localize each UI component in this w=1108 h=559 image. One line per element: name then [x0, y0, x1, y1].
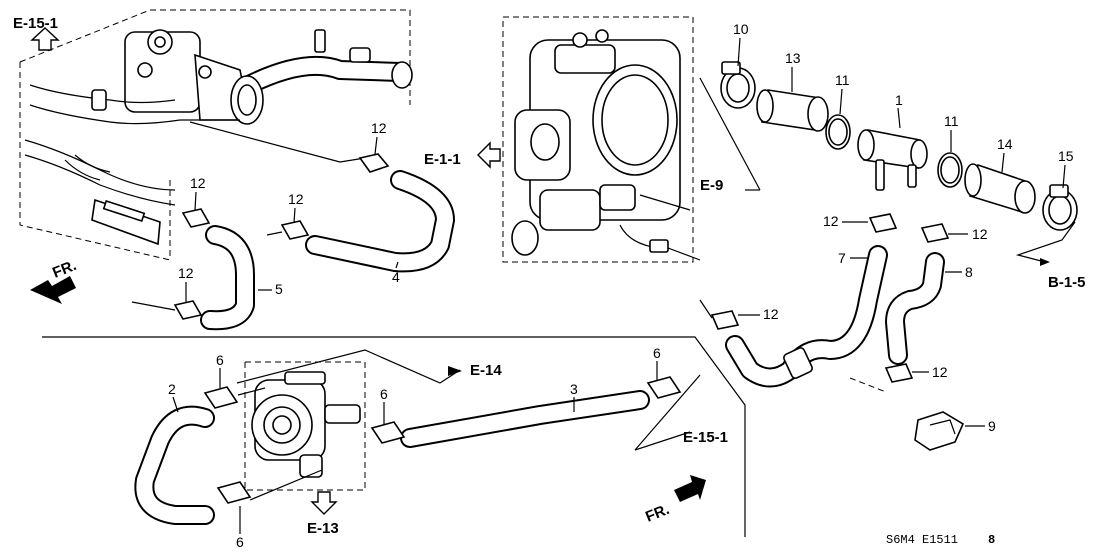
arrow-b1-5-icon: [1040, 258, 1050, 266]
ref-b1-5: B-1-5: [1048, 274, 1086, 291]
ref-e15-1-top: E-15-1: [13, 15, 58, 32]
b15-leader: [1015, 221, 1076, 263]
hose-7: [725, 245, 888, 388]
water-outlet-assembly: [24, 29, 413, 246]
arrow-e1-1-icon: [477, 141, 501, 169]
fr-label-upper: FR.: [50, 257, 79, 282]
ref-e1-1: E-1-1: [424, 151, 461, 168]
callout-15: 15: [1058, 148, 1074, 164]
clamps-upper-left: [131, 153, 390, 320]
callout-11b: 11: [944, 113, 959, 129]
boundary-lines: [19, 9, 694, 491]
e14-leader: [236, 349, 461, 384]
callout-12f: 12: [972, 226, 988, 242]
throttle-body: [511, 29, 701, 261]
callout-11a: 11: [835, 72, 850, 88]
callout-7: 7: [838, 250, 846, 266]
callout-12b: 12: [190, 175, 206, 191]
section-divider: [42, 336, 746, 537]
callout-6b: 6: [380, 386, 388, 402]
callout-6d: 6: [236, 534, 244, 550]
callout-12a: 12: [371, 120, 387, 136]
callout-12c: 12: [288, 191, 304, 207]
ref-e9: E-9: [700, 177, 723, 194]
callout-12g: 12: [763, 306, 779, 322]
ref-e15-1-mid: E-15-1: [683, 429, 728, 446]
connector-group: [699, 61, 1078, 231]
callout-6a: 6: [216, 352, 224, 368]
fr-label-lower: FR.: [643, 501, 672, 526]
callout-12d: 12: [178, 265, 194, 281]
hose-4: [305, 170, 455, 273]
hose-2: [134, 405, 215, 525]
ref-e14: E-14: [470, 362, 502, 379]
callout-9: 9: [988, 418, 996, 434]
diagram-code-suffix: 8: [988, 533, 995, 547]
diagram-code: S6M4 E1511: [886, 533, 958, 547]
callout-3: 3: [570, 381, 578, 397]
arrow-e15-1-top-icon: [30, 27, 60, 51]
e15-1-mid-leader: [634, 374, 701, 451]
callout-4: 4: [392, 269, 400, 285]
fr-arrow-lower-icon: [674, 475, 706, 502]
arrow-e13-icon: [310, 491, 338, 515]
callouts: 1 2 3 4 5 6 6 6 6 7 8 9 10 11 11 12 12 1…: [168, 21, 1074, 550]
clamp-9: [914, 411, 965, 451]
fr-arrow-upper-icon: [30, 276, 76, 304]
oil-cooler: [249, 371, 361, 501]
callout-8: 8: [965, 264, 973, 280]
callout-10: 10: [733, 21, 749, 37]
callout-12h: 12: [932, 364, 948, 380]
clamps-right: [699, 213, 950, 393]
callout-5: 5: [275, 281, 283, 297]
callout-2: 2: [168, 381, 176, 397]
ref-e13: E-13: [307, 520, 339, 537]
hose-8: [885, 252, 945, 365]
callout-6c: 6: [653, 345, 661, 361]
callout-14: 14: [997, 136, 1013, 152]
callout-13: 13: [785, 50, 801, 66]
callout-12e: 12: [823, 213, 839, 229]
clamps-lower: [203, 376, 682, 504]
callout-1: 1: [895, 92, 903, 108]
hose-5: [200, 225, 255, 331]
arrow-e14-icon: [448, 366, 462, 376]
hose-3: [400, 390, 650, 448]
